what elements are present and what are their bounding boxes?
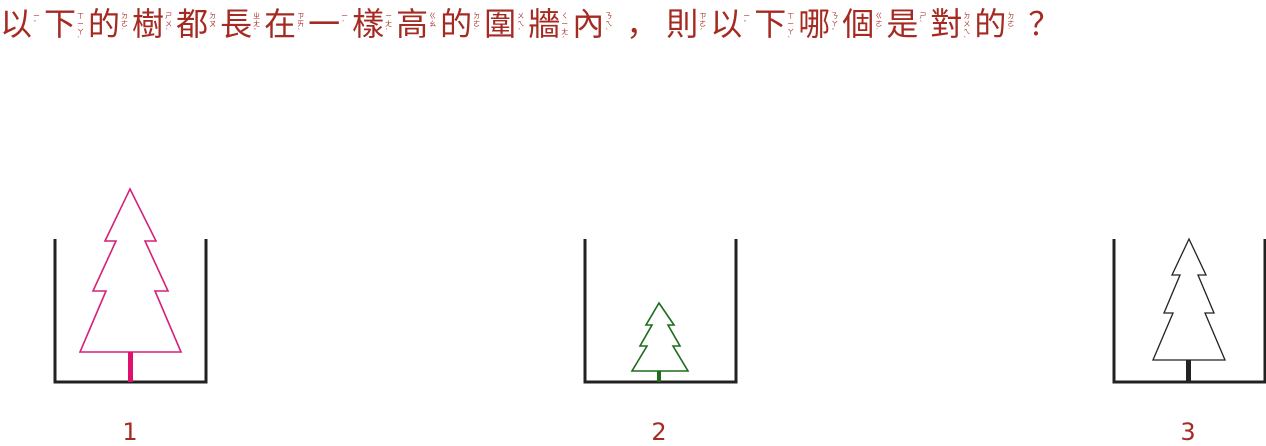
question-char: 圍ㄨㄟˊ xyxy=(484,4,528,48)
question-char: 在ㄗㄞˋ xyxy=(264,4,308,48)
hanzi: 圍 xyxy=(484,5,517,43)
question-char: 的ㄉㄜ˙ xyxy=(974,4,1018,48)
zhuyin: ㄍㄜ˙ xyxy=(875,12,883,36)
tree-1-icon xyxy=(78,187,183,353)
hanzi: 高 xyxy=(396,5,429,43)
option-3-label[interactable]: 3 xyxy=(1180,418,1196,446)
comma: ， xyxy=(626,5,659,43)
question-char: 下ㄒㄧㄚˋ xyxy=(44,4,88,48)
wall-2 xyxy=(583,239,738,384)
tree-2-icon xyxy=(630,301,690,372)
zhuyin: ㄋㄚˇ xyxy=(831,12,839,36)
hanzi: 下 xyxy=(44,5,77,43)
hanzi: 在 xyxy=(264,5,297,43)
tree-3-icon xyxy=(1152,237,1226,361)
question-char: 下ㄒㄧㄚˋ xyxy=(754,4,798,48)
question-char: 樹ㄕㄨˋ xyxy=(132,4,176,48)
zhuyin: ㄧˇ xyxy=(33,12,41,28)
trunk-3 xyxy=(1186,360,1191,382)
zhuyin: ㄑㄧㄤˊ xyxy=(561,12,569,44)
question-char: 的ㄉㄜ˙ xyxy=(88,4,132,48)
zhuyin: ㄧㄤˋ xyxy=(385,12,393,36)
question-char: 的ㄉㄜ˙ xyxy=(440,4,484,48)
hanzi: 一 xyxy=(308,5,341,43)
hanzi: 長 xyxy=(220,5,253,43)
question-mark: ？ xyxy=(1028,5,1061,43)
zhuyin: ㄧˇ xyxy=(743,12,751,28)
hanzi: 樣 xyxy=(352,5,385,43)
zhuyin: ㄉㄜ˙ xyxy=(473,12,481,36)
zhuyin: ㄉㄜ˙ xyxy=(121,12,129,36)
trunk-1 xyxy=(128,352,133,382)
option-2[interactable] xyxy=(583,239,738,384)
question-char: 長ㄓㄤˇ xyxy=(220,4,264,48)
question-char: 對ㄉㄨㄟˋ xyxy=(930,4,974,48)
question-char: 一ㄧˊ xyxy=(308,4,352,48)
hanzi: 都 xyxy=(176,5,209,43)
question-char: 哪ㄋㄚˇ xyxy=(798,4,842,48)
zhuyin: ㄓㄤˇ xyxy=(253,12,261,36)
zhuyin: ㄨㄟˊ xyxy=(517,12,525,36)
zhuyin: ㄉㄨㄟˋ xyxy=(963,12,971,44)
hanzi: 牆 xyxy=(528,5,561,43)
question-char: 樣ㄧㄤˋ xyxy=(352,4,396,48)
hanzi: 內 xyxy=(572,5,605,43)
trunk-2 xyxy=(657,371,661,382)
question-char: 內ㄋㄟˋ xyxy=(572,4,616,48)
hanzi: 哪 xyxy=(798,5,831,43)
option-3[interactable] xyxy=(1112,237,1266,384)
hanzi: 個 xyxy=(842,5,875,43)
hanzi: 的 xyxy=(88,5,121,43)
zhuyin: ㄗㄞˋ xyxy=(297,12,305,36)
zhuyin: ㄒㄧㄚˋ xyxy=(77,12,85,44)
zhuyin: ㄋㄟˋ xyxy=(605,12,613,36)
zhuyin: ㄍㄠ xyxy=(429,12,437,28)
zhuyin: ㄕˋ xyxy=(919,12,927,28)
question-char: 是ㄕˋ xyxy=(886,4,930,48)
hanzi: 則 xyxy=(666,5,699,43)
hanzi: 樹 xyxy=(132,5,165,43)
question-char: 則ㄗㄜˊ xyxy=(666,4,710,48)
hanzi: 以 xyxy=(0,5,33,43)
question-char: 牆ㄑㄧㄤˊ xyxy=(528,4,572,48)
zhuyin: ㄒㄧㄚˋ xyxy=(787,12,795,44)
hanzi: 是 xyxy=(886,5,919,43)
option-1[interactable] xyxy=(53,187,208,384)
hanzi: 對 xyxy=(930,5,963,43)
question-char: 以ㄧˇ xyxy=(0,4,44,48)
hanzi: 的 xyxy=(974,5,1007,43)
hanzi: 以 xyxy=(710,5,743,43)
question-char: 個ㄍㄜ˙ xyxy=(842,4,886,48)
zhuyin: ㄧˊ xyxy=(341,12,349,28)
hanzi: 的 xyxy=(440,5,473,43)
zhuyin: ㄗㄜˊ xyxy=(699,12,707,36)
question-char: 高ㄍㄠ xyxy=(396,4,440,48)
option-1-label[interactable]: 1 xyxy=(122,418,138,446)
hanzi: 下 xyxy=(754,5,787,43)
zhuyin: ㄕㄨˋ xyxy=(165,12,173,36)
option-2-label[interactable]: 2 xyxy=(651,418,667,446)
question-char: 以ㄧˇ xyxy=(710,4,754,48)
zhuyin: ㄉㄜ˙ xyxy=(1007,12,1015,36)
zhuyin: ㄉㄡ xyxy=(209,12,217,28)
question-char: 都ㄉㄡ xyxy=(176,4,220,48)
